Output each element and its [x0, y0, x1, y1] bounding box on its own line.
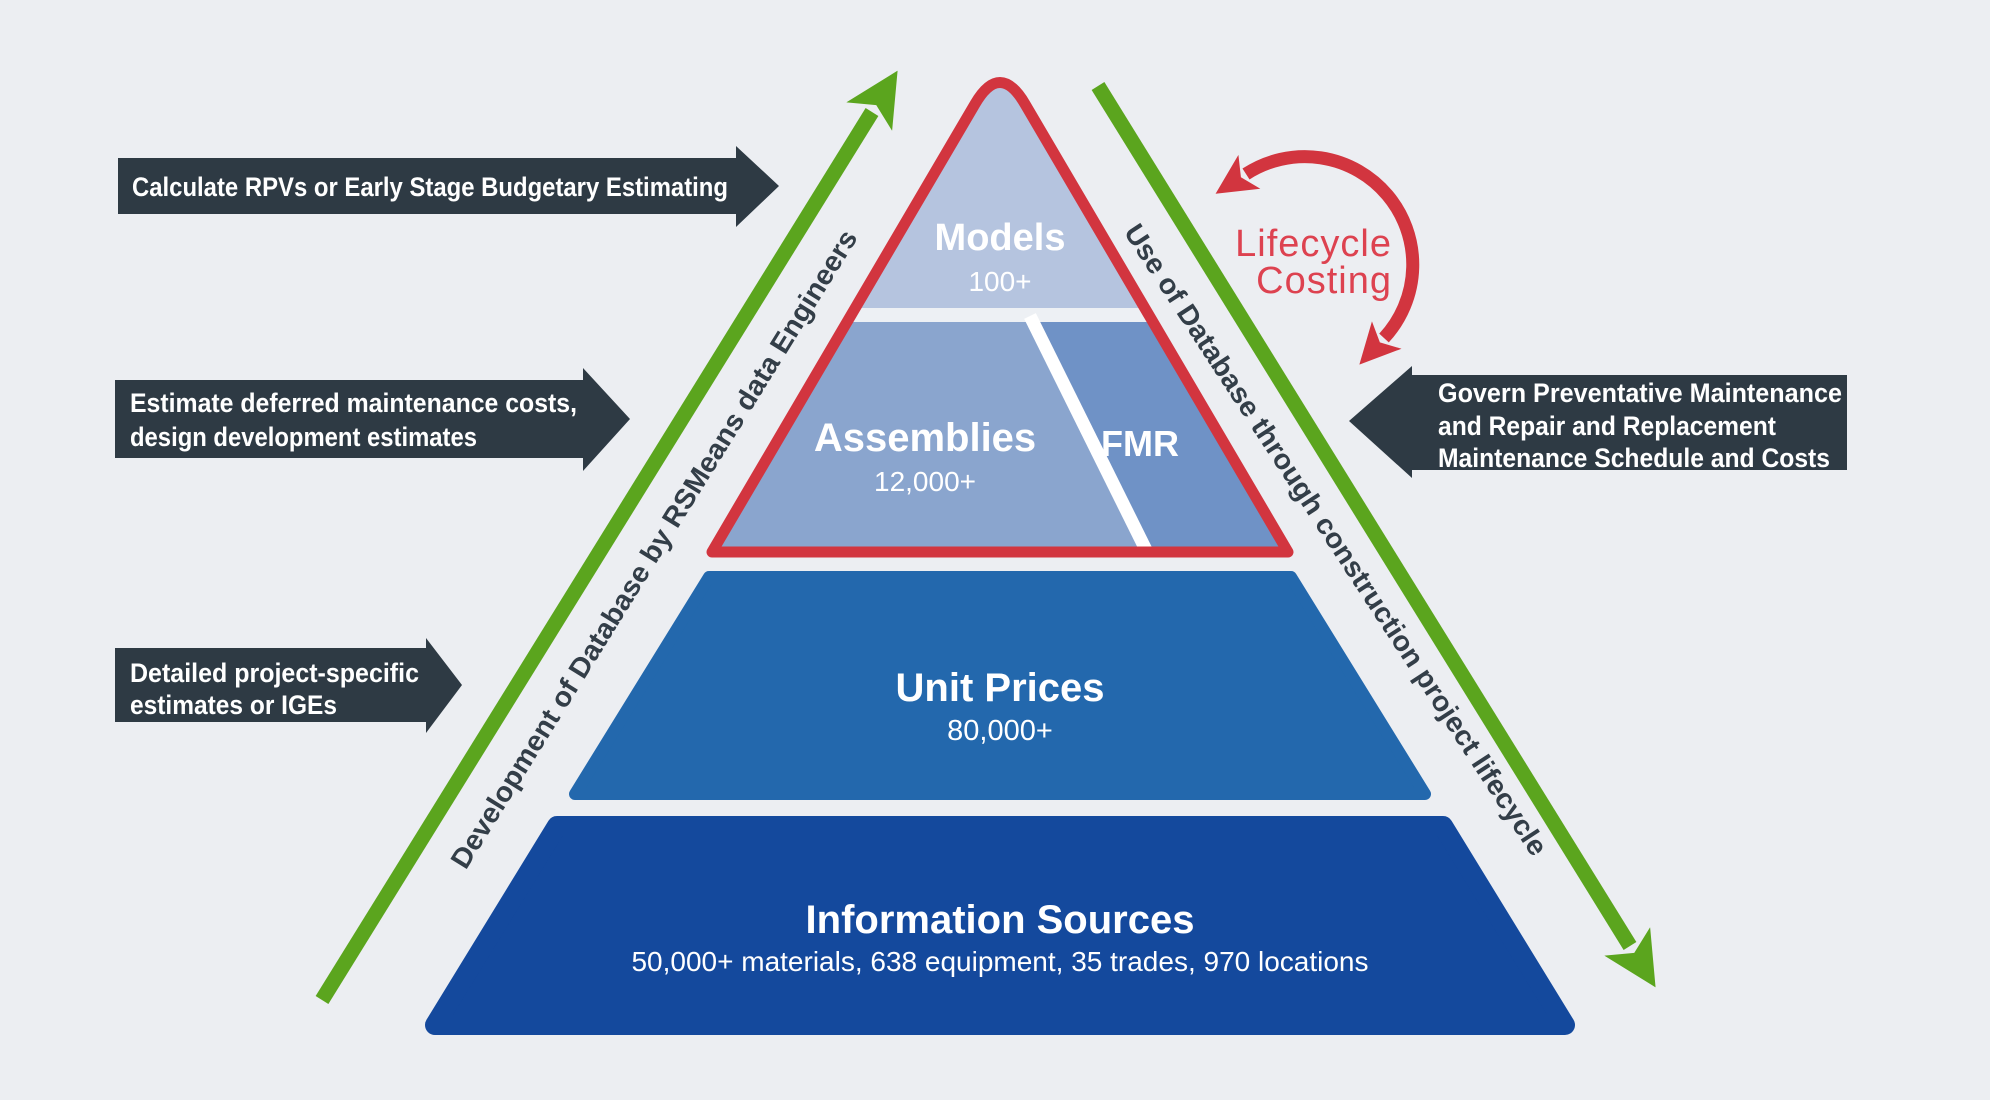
red-triangle-outline — [706, 77, 1294, 558]
callout-deferred-arrow-shape — [115, 368, 630, 471]
callout-detailed-arrow-shape — [115, 638, 462, 733]
fmr-separator-line — [1024, 313, 1156, 547]
callout-deferred-text-line2: design development estimates — [130, 422, 477, 452]
lifecycle-costing-line1: Lifecycle — [1235, 223, 1392, 265]
callout-deferred-text-line1: Estimate deferred maintenance costs, — [130, 388, 577, 418]
callout-deferred: Estimate deferred maintenance costs, des… — [115, 368, 630, 471]
unit-prices-count: 80,000+ — [947, 715, 1053, 747]
callout-detailed-text-line2: estimates or IGEs — [130, 690, 337, 720]
callout-govern-text-line3: Maintenance Schedule and Costs — [1438, 443, 1830, 473]
callout-detailed-text-line1: Detailed project-specific — [130, 658, 419, 688]
callout-detailed: Detailed project-specific estimates or I… — [115, 638, 462, 733]
fmr-label: FMR — [1101, 423, 1179, 464]
callout-govern-text-line1: Govern Preventative Maintenance — [1438, 378, 1842, 408]
information-sources-count: 50,000+ materials, 638 equipment, 35 tra… — [631, 946, 1368, 977]
callout-govern-text-line2: and Repair and Replacement — [1438, 411, 1776, 441]
callout-budgetary-text: Calculate RPVs or Early Stage Budgetary … — [132, 172, 728, 202]
models-label: Models — [935, 217, 1066, 259]
unit-prices-label: Unit Prices — [896, 666, 1105, 710]
callout-budgetary: Calculate RPVs or Early Stage Budgetary … — [118, 146, 779, 227]
information-sources-label: Information Sources — [806, 898, 1195, 942]
unit-prices-shape — [569, 571, 1431, 800]
pyramid-level-information-sources — [425, 816, 1575, 1035]
models-count: 100+ — [968, 266, 1031, 297]
lifecycle-costing-line2: Costing — [1256, 260, 1392, 302]
callout-govern-arrow-shape — [1349, 366, 1847, 478]
callout-govern: Govern Preventative Maintenance and Repa… — [1349, 366, 1847, 478]
assemblies-label: Assemblies — [814, 416, 1036, 460]
development-arrow — [315, 70, 898, 1004]
information-sources-shape — [425, 816, 1575, 1035]
pyramid-level-unit-prices — [569, 571, 1431, 800]
callout-budgetary-arrow-shape — [118, 146, 779, 227]
use-arrow — [1091, 82, 1656, 988]
lifecycle-cycle-arrow — [1215, 150, 1420, 365]
assemblies-count: 12,000+ — [874, 466, 976, 497]
